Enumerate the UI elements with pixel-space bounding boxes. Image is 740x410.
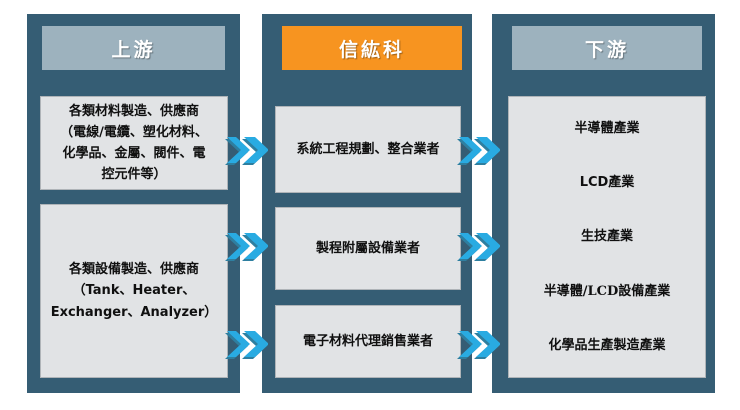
box-line: 生技產業: [580, 229, 633, 245]
double-chevron-right-icon: [224, 325, 268, 367]
double-chevron-right-icon: [224, 227, 268, 269]
box-line: 系統工程規劃、整合業者: [296, 141, 440, 157]
double-chevron-right-icon: [456, 131, 500, 173]
box-company-material-distribution: 電子材料代理銷售業者: [275, 305, 461, 378]
column-header-company: 信紘科: [282, 26, 462, 70]
box-line: 半導體/LCD設備產業: [543, 283, 671, 299]
box-downstream-industries: 半導體產業 LCD產業 生技產業 半導體/LCD設備產業 化學品生產製造產業: [508, 96, 706, 378]
box-line: 各類材料製造、供應商: [68, 103, 199, 119]
column-header-downstream: 下游: [512, 26, 702, 70]
box-line: 化學品、金屬、閥件、電: [62, 146, 206, 161]
double-chevron-right-icon: [456, 227, 500, 269]
box-upstream-materials: 各類材料製造、供應商 （電線/電纜、塑化材料、 化學品、金屬、閥件、電 控元件等…: [40, 96, 228, 190]
box-line: 化學品生產製造產業: [548, 338, 666, 354]
box-line: 控元件等）: [101, 167, 167, 183]
box-upstream-equipment: 各類設備製造、供應商 （Tank、Heater、 Exchanger、Analy…: [40, 204, 228, 378]
box-line: LCD產業: [579, 175, 635, 191]
column-header-upstream: 上游: [42, 26, 225, 70]
double-chevron-right-icon: [456, 325, 500, 367]
box-company-system-engineering: 系統工程規劃、整合業者: [275, 106, 461, 193]
box-line: 各類設備製造、供應商: [68, 262, 199, 278]
box-line: （Tank、Heater、: [72, 283, 196, 299]
box-line: Exchanger、Analyzer）: [50, 304, 218, 320]
box-line: （電線/電纜、塑化材料、: [60, 124, 208, 140]
box-line: 半導體產業: [574, 120, 640, 136]
box-line: 電子材料代理銷售業者: [302, 333, 433, 349]
box-line: 製程附屬設備業者: [315, 240, 420, 256]
double-chevron-right-icon: [224, 131, 268, 173]
box-company-process-equipment: 製程附屬設備業者: [275, 207, 461, 290]
